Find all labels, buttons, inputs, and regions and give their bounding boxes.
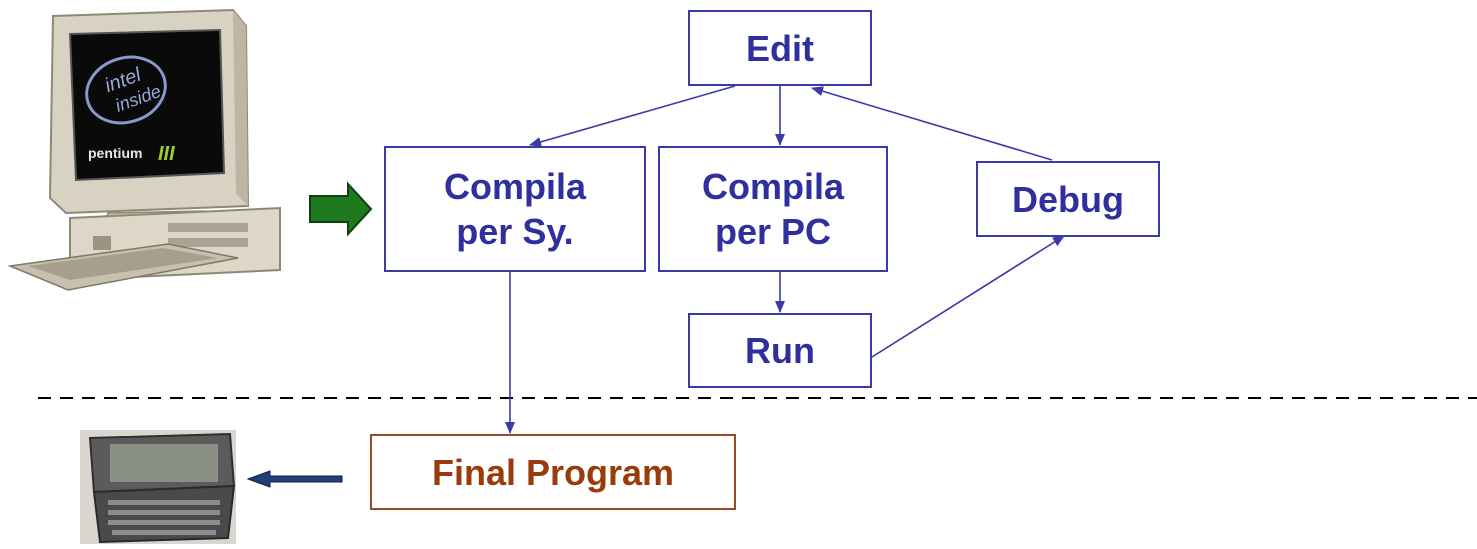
node-final-program: Final Program <box>370 434 736 510</box>
desktop-computer-icon: intel inside pentium III <box>7 8 283 293</box>
node-compila-sy-line-1: Compila <box>443 166 586 207</box>
node-debug: Debug <box>976 161 1160 237</box>
node-compila-pc: Compila per PC <box>658 146 888 272</box>
pc-brand-text: pentium <box>88 145 142 161</box>
node-edit: Edit <box>688 10 872 86</box>
node-debug-label: Debug <box>1012 178 1124 220</box>
edge-edit-to-compila-sy <box>529 85 736 147</box>
navy-arrow-icon <box>246 470 343 488</box>
node-final-program-label: Final Program <box>431 451 675 493</box>
node-compila-sy: Compila per Sy. <box>384 146 646 272</box>
green-arrow-icon <box>309 181 373 237</box>
node-edit-label: Edit <box>746 27 814 69</box>
edge-debug-to-edit <box>811 86 1053 161</box>
node-run-label: Run <box>745 330 815 371</box>
node-run: Run <box>688 313 872 388</box>
edge-run-to-debug <box>871 235 1065 358</box>
node-compila-pc-line-1: Compila <box>701 166 844 207</box>
pc-brand-mark: III <box>158 143 175 165</box>
handheld-device-icon <box>80 430 236 544</box>
node-compila-sy-line-2: per Sy. <box>456 211 574 252</box>
node-compila-pc-line-2: per PC <box>714 211 832 252</box>
